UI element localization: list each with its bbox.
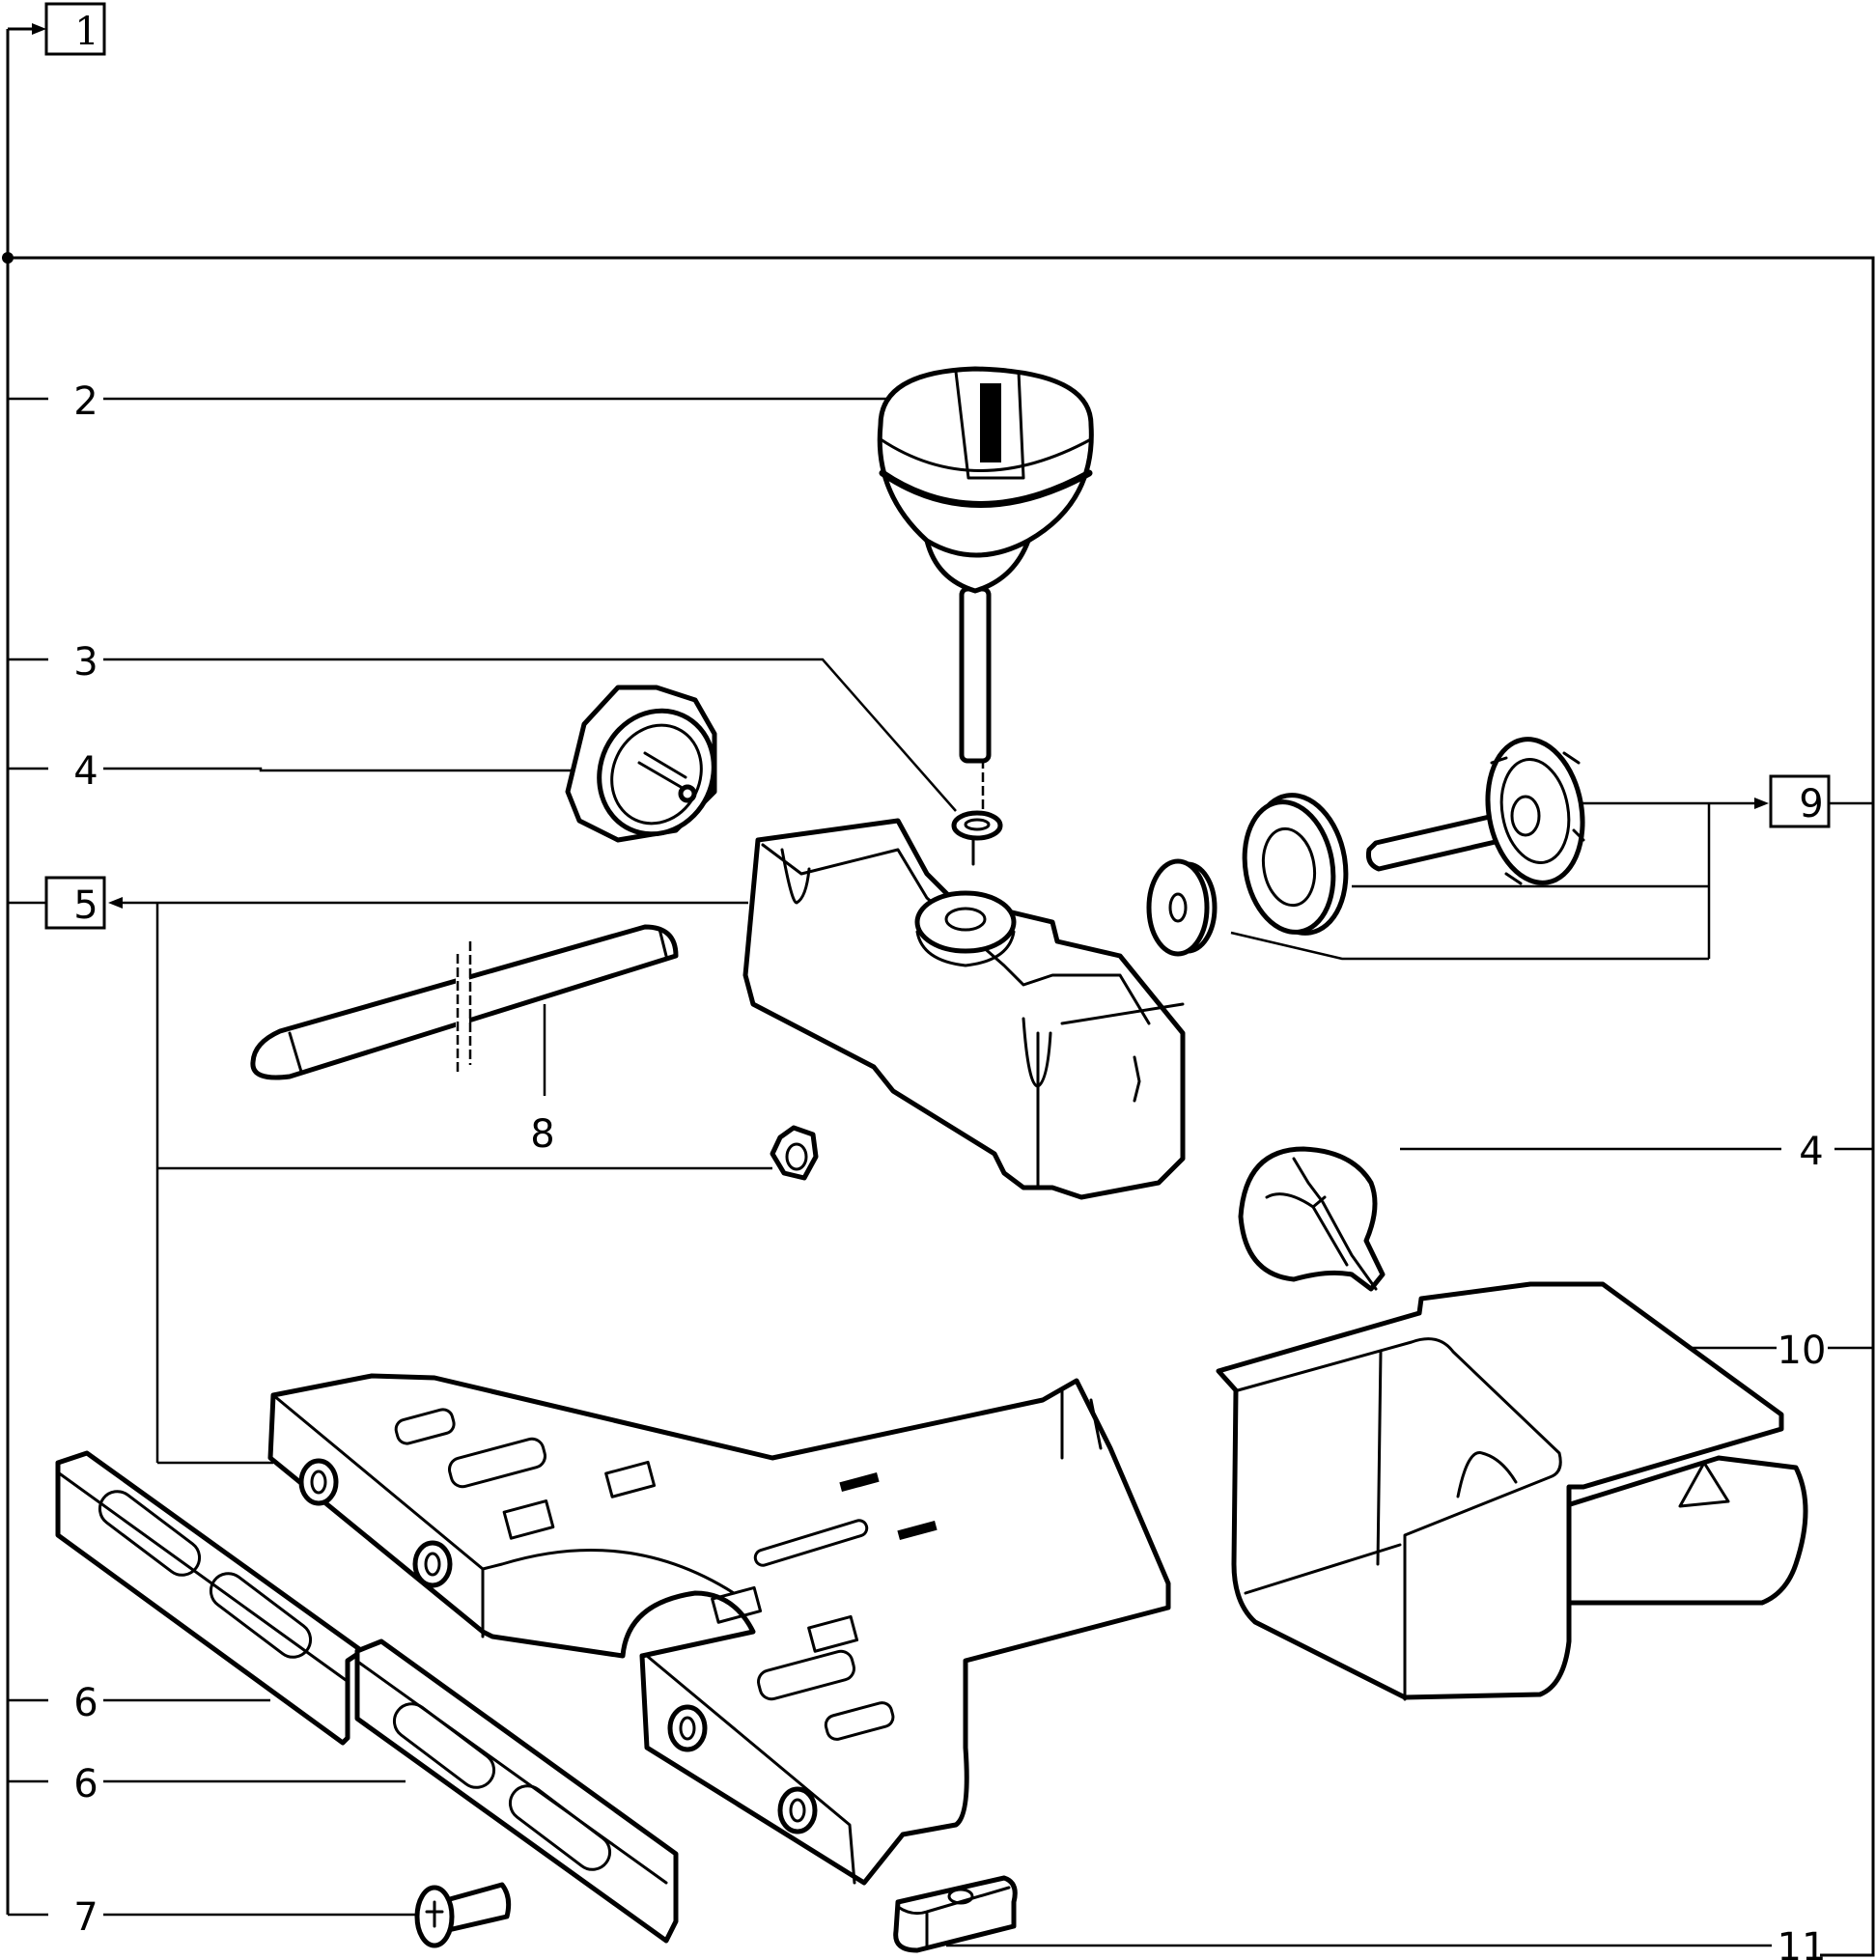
callout-box xyxy=(44,876,106,930)
callout-11[interactable]: 11 xyxy=(946,1925,1826,1960)
part-4-rotary-knob-icon[interactable] xyxy=(1238,1146,1386,1292)
callout-label: 2 xyxy=(73,379,98,424)
right-spine-line xyxy=(8,256,1875,1957)
callout-4-left[interactable]: 4 xyxy=(8,749,574,794)
part-6-slotted-bar-right-icon[interactable] xyxy=(354,1638,679,1944)
part-9-clamping-knob-icon[interactable] xyxy=(1146,732,1593,957)
callout-label: 8 xyxy=(530,1112,554,1157)
callout-6-b[interactable]: 6 xyxy=(8,1762,406,1806)
arrow-head-icon xyxy=(108,897,123,909)
callout-box xyxy=(1769,774,1831,828)
callout-4-right[interactable]: 4 xyxy=(1400,1130,1873,1174)
leader-line xyxy=(103,767,574,772)
callout-10[interactable]: 10 xyxy=(1680,1329,1873,1373)
part-5-carriage-block-icon[interactable] xyxy=(742,818,1186,1200)
part-2-adjusting-knob-icon[interactable] xyxy=(877,366,1094,830)
callout-label: 10 xyxy=(1778,1329,1827,1373)
callout-1[interactable]: 1 xyxy=(44,2,106,56)
callout-9[interactable]: 9 xyxy=(1230,774,1873,961)
part-10-hood-icon[interactable] xyxy=(1216,1281,1808,1701)
callout-label: 5 xyxy=(73,883,98,928)
callout-label: 7 xyxy=(73,1895,98,1940)
base-plate-icon[interactable] xyxy=(267,1373,1171,1886)
callout-label: 9 xyxy=(1799,782,1823,826)
part-7-screw-icon[interactable] xyxy=(414,1882,512,1948)
callout-8[interactable]: 8 xyxy=(530,1004,555,1157)
callout-label: 4 xyxy=(1799,1130,1823,1174)
callout-5[interactable]: 5 xyxy=(8,876,772,1465)
callout-label: 6 xyxy=(73,1762,98,1806)
callout-label: 6 xyxy=(73,1681,98,1725)
callout-label: 3 xyxy=(73,640,98,685)
hex-nut-icon[interactable] xyxy=(770,1125,819,1181)
callout-label: 1 xyxy=(74,10,98,54)
callout-label: 4 xyxy=(73,749,98,794)
leader-branch-pulley xyxy=(1230,931,1709,961)
callout-label: 11 xyxy=(1778,1925,1827,1960)
callout-3[interactable]: 3 xyxy=(8,640,957,812)
callout-7[interactable]: 7 xyxy=(8,1895,415,1940)
callout-6-a[interactable]: 6 xyxy=(8,1681,270,1725)
part-3-washer-icon[interactable] xyxy=(951,810,1003,866)
callout-box xyxy=(44,2,106,56)
leader-line xyxy=(103,658,957,812)
callout-2[interactable]: 2 xyxy=(8,379,908,424)
part-6-slotted-bar-left-icon[interactable] xyxy=(55,1450,365,1746)
callout-frame xyxy=(2,23,1875,1957)
part-4-round-cap-icon[interactable] xyxy=(565,685,734,853)
part-11-slot-nut-icon[interactable] xyxy=(893,1875,1018,1953)
arrow-head-icon xyxy=(32,23,46,35)
arrow-head-icon xyxy=(1754,798,1769,809)
part-8-guide-rod-icon[interactable] xyxy=(250,924,679,1080)
